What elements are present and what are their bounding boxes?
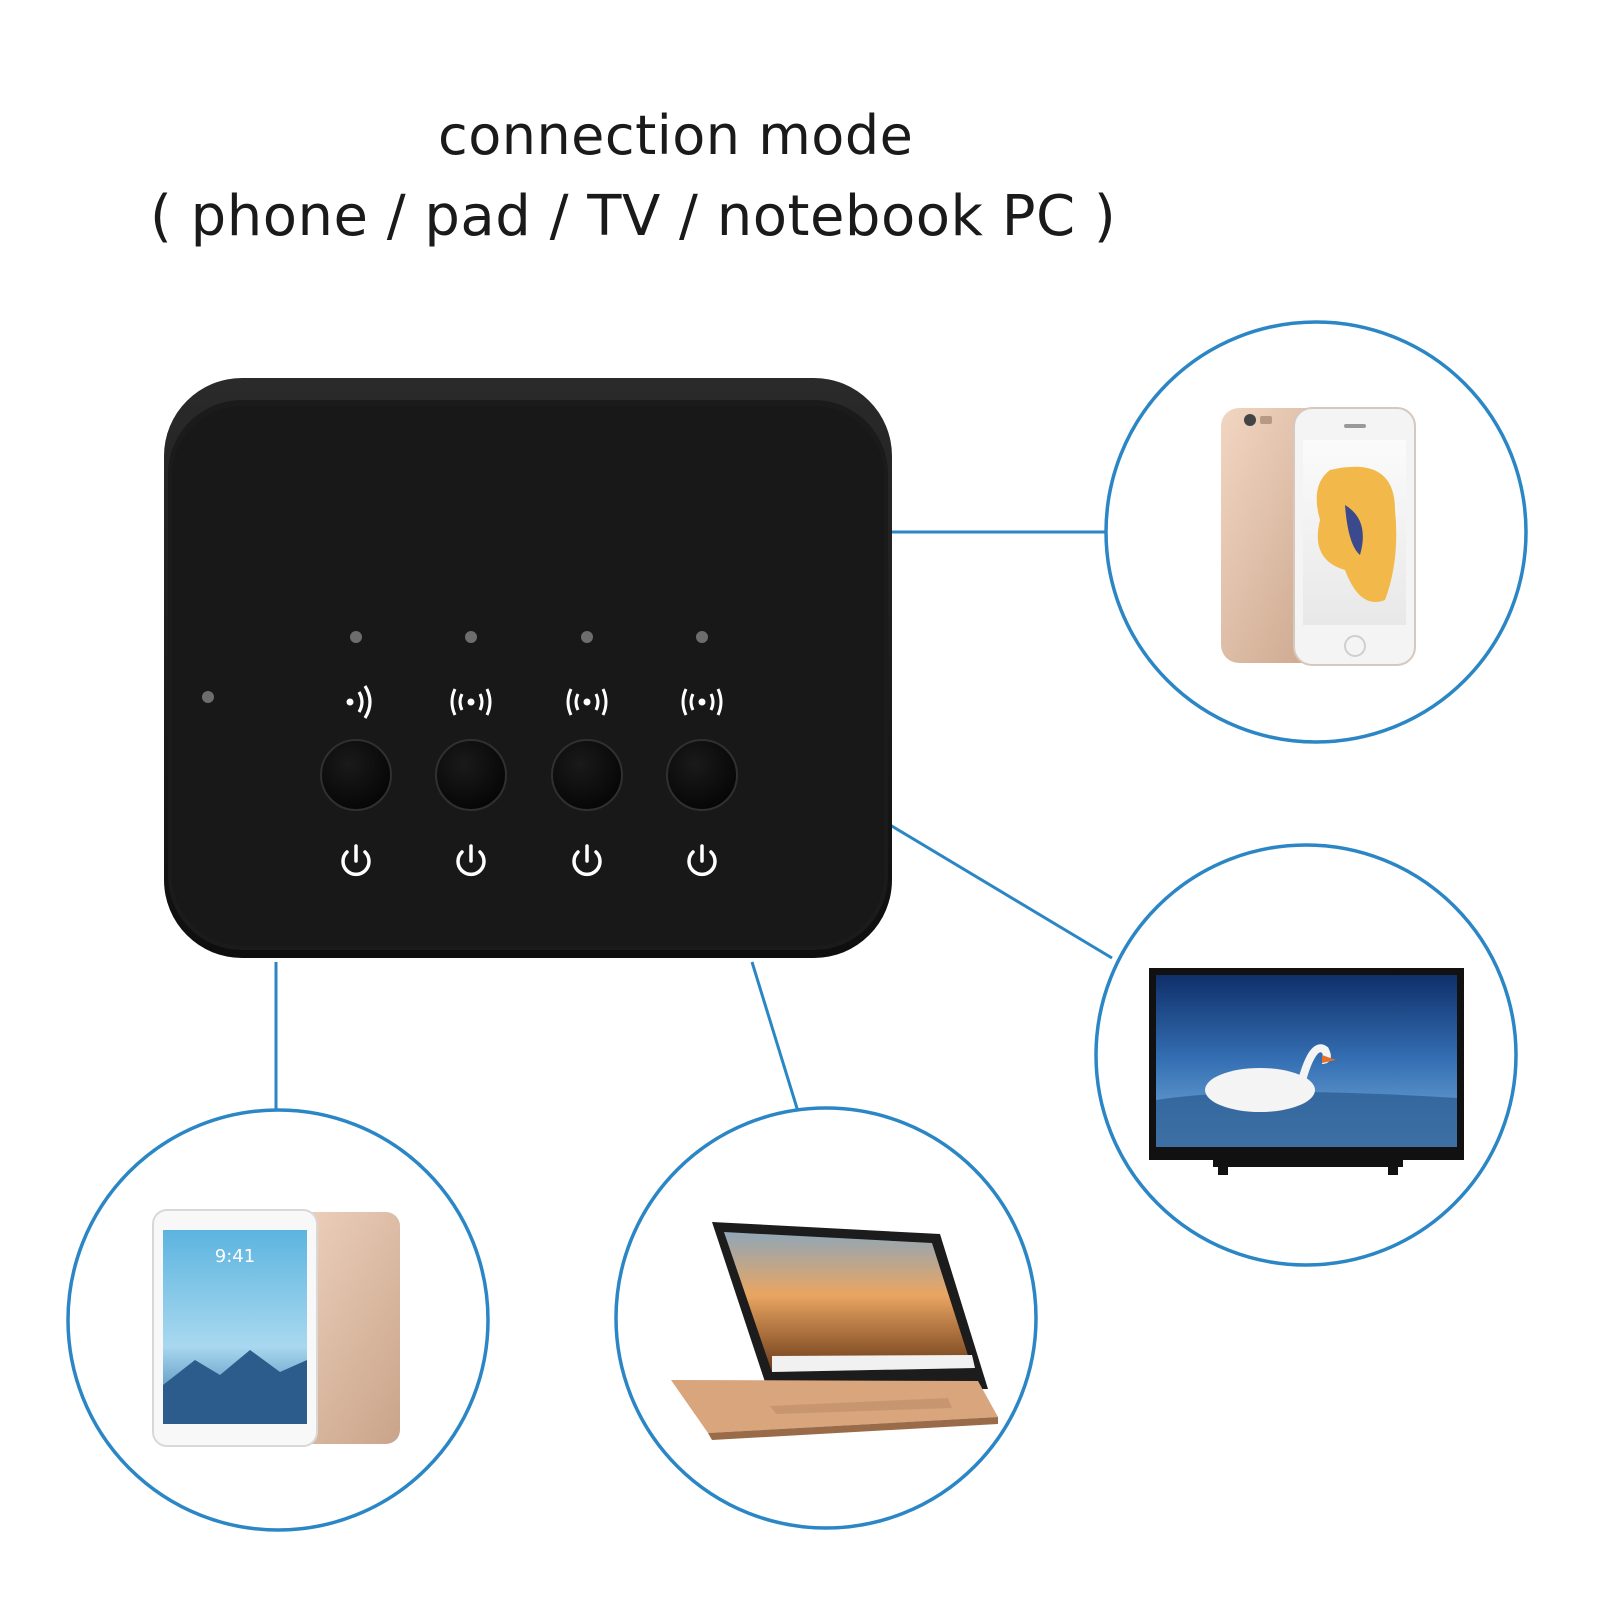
- title-line-2: ( phone / pad / TV / notebook PC ): [150, 184, 1117, 249]
- device-body: [164, 378, 892, 958]
- connector-tv: [884, 820, 1113, 960]
- channel-led: [465, 631, 477, 643]
- broadcast-signal-icon: [450, 688, 492, 716]
- television-image: [1149, 968, 1464, 1175]
- smartphone-image: [1221, 407, 1416, 666]
- broadcast-signal-icon: [566, 688, 608, 716]
- power-icon: [687, 844, 717, 877]
- laptop-image: [671, 1222, 998, 1440]
- status-led-main: [202, 691, 214, 703]
- channel-2: [435, 631, 507, 877]
- channel-button: [435, 739, 507, 811]
- channel-4: [666, 631, 738, 877]
- broadcast-signal-icon: [681, 688, 723, 716]
- title-line-1: connection mode: [438, 104, 914, 167]
- tablet-image: 9:41: [152, 1209, 400, 1447]
- connector-lines: [274, 530, 1113, 1119]
- channel-led: [581, 631, 593, 643]
- power-icon: [341, 844, 371, 877]
- phone-node: [1104, 320, 1528, 744]
- pad-node: 9:41: [66, 1108, 490, 1532]
- power-icon: [572, 844, 602, 877]
- single-wave-signal-icon: [346, 685, 372, 719]
- connector-notebook: [750, 961, 802, 1119]
- channel-led: [350, 631, 362, 643]
- channel-1: [320, 631, 392, 877]
- channel-led: [696, 631, 708, 643]
- channel-button: [320, 739, 392, 811]
- channel-3: [551, 631, 623, 877]
- notebook-node: [614, 1106, 1038, 1530]
- power-icon: [456, 844, 486, 877]
- tv-node: [1094, 843, 1518, 1267]
- channel-button: [551, 739, 623, 811]
- tablet-screen-clock: 9:41: [215, 1246, 255, 1267]
- channel-button: [666, 739, 738, 811]
